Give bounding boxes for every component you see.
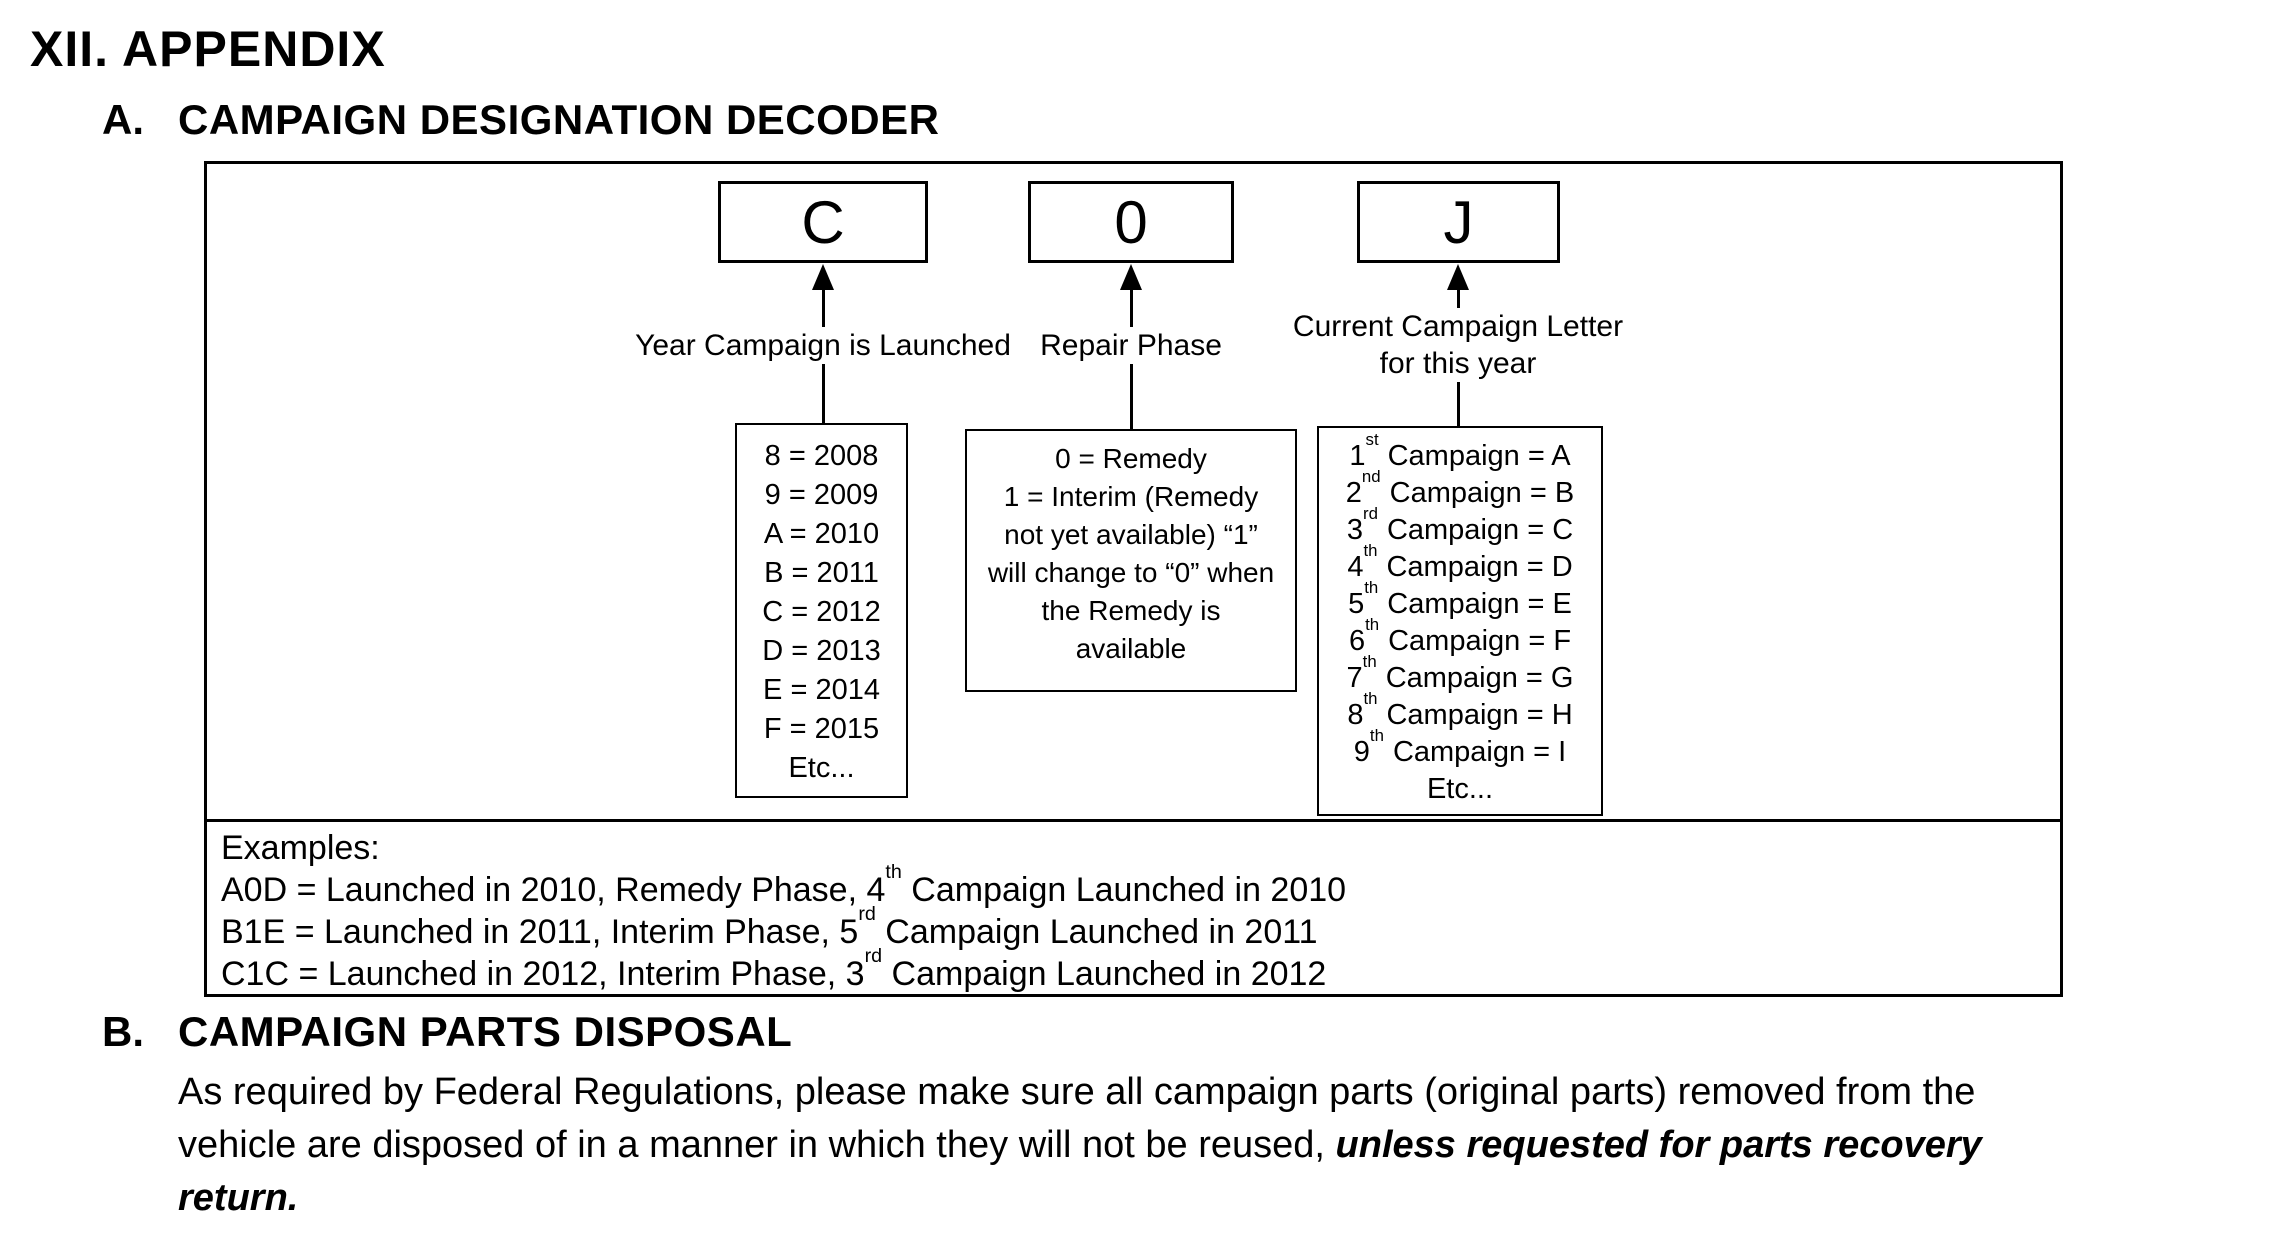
disposal-emphasis: unless requested for parts recovery [1335, 1124, 1982, 1166]
campaign-letter-row: 7thCampaign = G [1346, 652, 1574, 694]
phase-line: 1 = Interim (Remedy [1003, 481, 1259, 512]
label-current-campaign-letter: Current Campaign Letter for this year [1284, 308, 1632, 382]
year-code-item: 9 = 2009 [764, 479, 879, 511]
repair-phase-box: 0 = Remedy 1 = Interim (Remedy not yet a… [965, 429, 1297, 692]
year-code-item: E = 2014 [763, 674, 880, 706]
label-line: for this year [1379, 347, 1537, 380]
year-code-item: C = 2012 [762, 596, 881, 628]
disposal-emphasis: return. [178, 1177, 299, 1219]
campaign-letter-row: 4thCampaign = D [1347, 541, 1573, 583]
example-line: B1E = Launched in 2011, Interim Phase, 5… [221, 902, 1318, 951]
campaign-letter-row: 6thCampaign = F [1348, 615, 1572, 657]
code-box-letter: J [1357, 181, 1560, 263]
year-code-item: B = 2011 [764, 557, 879, 589]
up-arrow-icon [1447, 264, 1469, 290]
campaign-letter-row: 9thCampaign = I [1353, 726, 1567, 768]
code-char-phase: 0 [1114, 188, 1148, 256]
section-b-letter: B. [102, 1008, 144, 1055]
year-code-item: 8 = 2008 [764, 440, 879, 472]
disposal-line: As required by Federal Regulations, plea… [178, 1071, 1976, 1113]
campaign-letter-row: 3rdCampaign = C [1346, 504, 1574, 546]
code-box-phase: 0 [1028, 181, 1234, 263]
campaign-decoder-diagram: C 0 J Year Campaign is Launched Repair P… [204, 161, 2063, 997]
campaign-letter-row: 5thCampaign = E [1348, 578, 1572, 620]
campaign-letter-etc: Etc... [1426, 773, 1494, 805]
campaign-letters-box: 1stCampaign = A 2ndCampaign = B 3rdCampa… [1317, 426, 1603, 816]
code-box-year: C [718, 181, 928, 263]
example-line: C1C = Launched in 2012, Interim Phase, 3… [221, 944, 1327, 993]
campaign-letter-row: 2ndCampaign = B [1345, 467, 1575, 509]
label-year-campaign: Year Campaign is Launched [627, 327, 1019, 364]
disposal-line: vehicle are disposed of in a manner in w… [178, 1124, 1982, 1166]
year-code-item: A = 2010 [763, 518, 880, 550]
phase-line: the Remedy is [1041, 595, 1221, 626]
disposal-line: return. [178, 1172, 2278, 1225]
section-a-title: CAMPAIGN DESIGNATION DECODER [178, 96, 940, 143]
example-line: A0D = Launched in 2010, Remedy Phase, 4t… [221, 860, 1347, 909]
phase-line: available [1075, 633, 1187, 664]
year-code-item: Etc... [788, 752, 855, 784]
campaign-letter-row: 8thCampaign = H [1347, 689, 1573, 731]
phase-line: not yet available) “1” [1004, 519, 1258, 550]
up-arrow-icon [812, 264, 834, 290]
examples-panel: Examples: A0D = Launched in 2010, Remedy… [207, 819, 2060, 994]
up-arrow-icon [1120, 264, 1142, 290]
page-title: XII. APPENDIX [30, 21, 386, 77]
label-repair-phase: Repair Phase [1032, 327, 1230, 364]
section-a-letter: A. [102, 96, 144, 143]
year-code-item: F = 2015 [763, 713, 880, 745]
code-char-letter: J [1443, 188, 1474, 256]
label-line: Current Campaign Letter [1292, 310, 1624, 343]
year-code-item: D = 2013 [762, 635, 881, 667]
campaign-letter-row: 1stCampaign = A [1349, 430, 1571, 472]
phase-line: 0 = Remedy [1055, 443, 1207, 474]
examples-heading: Examples: [221, 829, 380, 867]
phase-line: will change to “0” when [987, 557, 1275, 588]
section-b-title: CAMPAIGN PARTS DISPOSAL [178, 1008, 793, 1055]
disposal-paragraph: As required by Federal Regulations, plea… [178, 1066, 2278, 1225]
code-char-year: C [801, 188, 845, 256]
year-codes-box: 8 = 2008 9 = 2009 A = 2010 B = 2011 C = … [735, 423, 908, 798]
